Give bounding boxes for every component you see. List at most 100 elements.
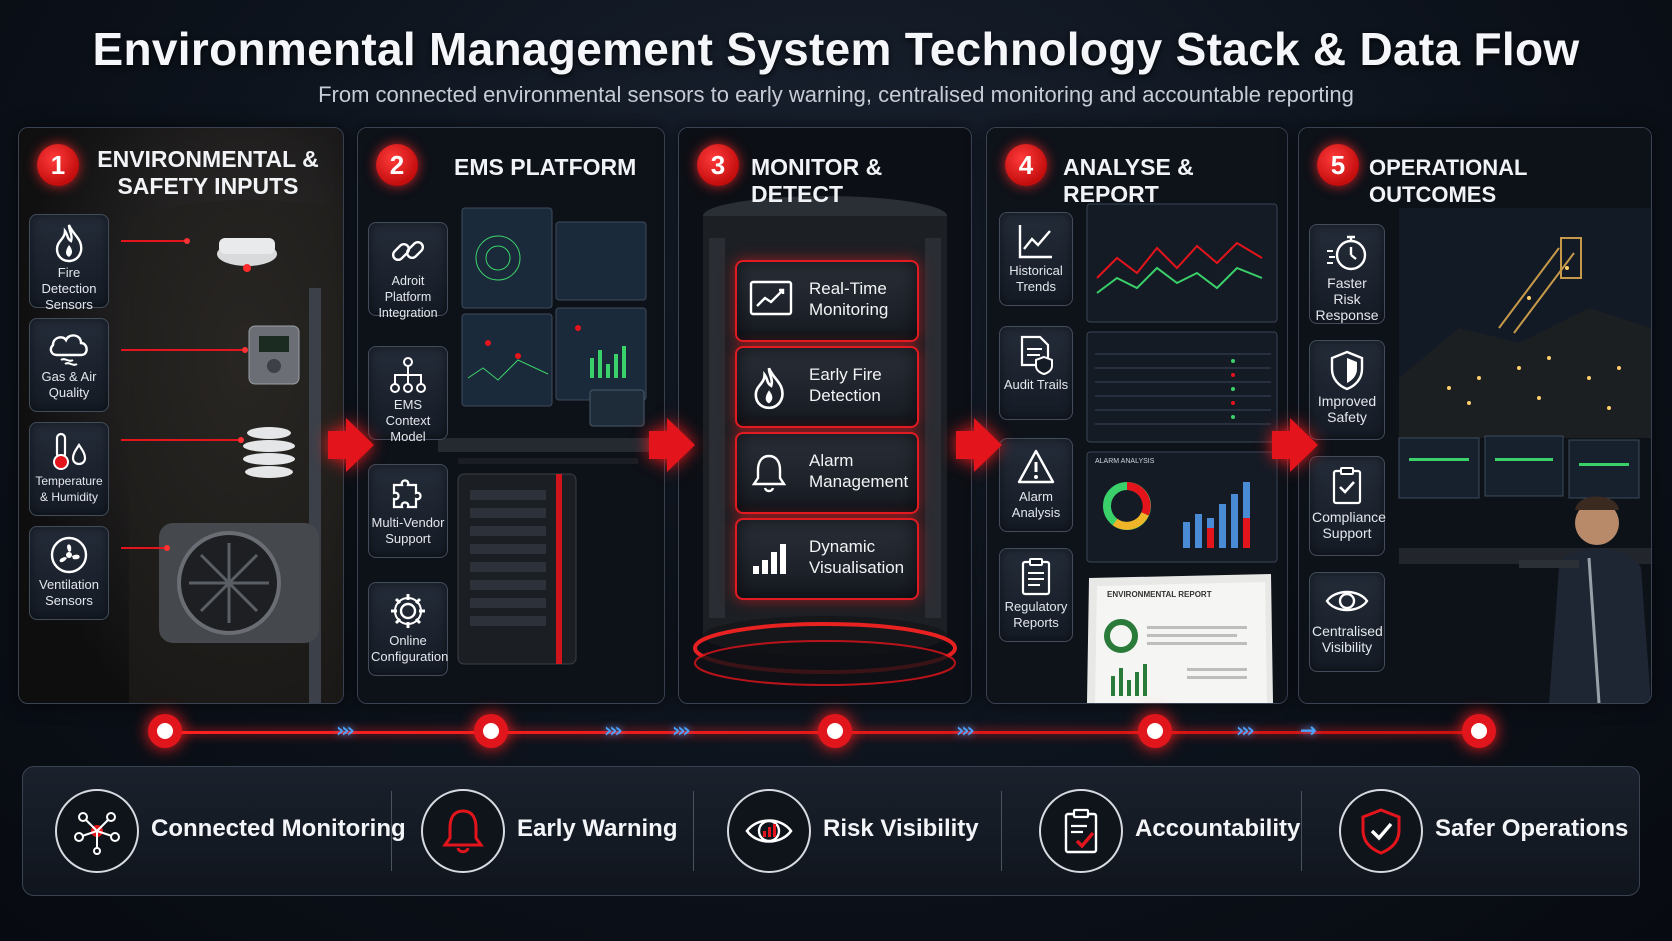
flame-icon	[754, 367, 784, 410]
shield-icon	[1330, 350, 1364, 391]
panel-title: Environmental & Safety Inputs	[97, 146, 319, 199]
dashboards-illustration	[987, 128, 1287, 703]
tile-label: Centralised Visibility	[1312, 623, 1383, 655]
panel-inputs: 1 Environmental & Safety Inputs Fire Det…	[18, 127, 344, 704]
hierarchy-icon	[390, 357, 426, 393]
benefit-label: Safer Operations	[1435, 815, 1629, 842]
flow-chevrons-icon: ›››	[336, 718, 355, 742]
panel-title: Analyse & Report	[1063, 154, 1194, 207]
flow-arrow	[1272, 418, 1318, 472]
timeline-node	[818, 714, 852, 748]
step-number: 5	[1317, 144, 1359, 186]
line-chart-icon	[1018, 225, 1052, 259]
stack-label: Early Fire Detection	[809, 365, 882, 405]
panel-header: 4 Analyse & Report	[987, 144, 1287, 207]
tile-label: Audit Trails	[1003, 377, 1069, 392]
tile-label: Ventilation Sensors	[39, 577, 99, 608]
benefit-safer-operations: Safer Operations	[1329, 767, 1629, 895]
tile-temp-humidity: Temperature & Humidity	[29, 422, 109, 516]
document-shield-icon	[1020, 335, 1053, 375]
flow-chevrons-icon: ›››	[672, 718, 691, 742]
page-title: Environmental Management System Technolo…	[92, 23, 1580, 75]
benefit-label: Early Warning	[517, 815, 678, 842]
benefits-bar: Connected Monitoring Early Warning Risk …	[22, 766, 1640, 896]
tile-fire-detection: Fire Detection Sensors	[29, 214, 109, 312]
fan-icon	[50, 536, 88, 574]
link-icon	[391, 240, 425, 262]
tile-audit-trails: Audit Trails	[999, 326, 1073, 420]
clipboard-check-icon	[1332, 467, 1362, 505]
tile-label: Historical Trends	[1009, 263, 1063, 294]
network-icon	[74, 812, 120, 855]
tile-ems-context: EMS Context Model	[368, 346, 448, 444]
mine-scene-illustration	[19, 128, 343, 703]
clipboard-check-icon	[1064, 808, 1098, 854]
flow-chevrons-icon: ›››	[956, 718, 975, 742]
panel-title: Operational Outcomes	[1369, 155, 1528, 207]
tile-label: Faster Risk Response	[1315, 275, 1379, 323]
tile-alarm-analysis: Alarm Analysis	[999, 438, 1073, 532]
stack-real-time-monitoring: Real-Time Monitoring	[735, 260, 919, 342]
tile-label: Compliance Support	[1312, 509, 1386, 541]
tile-label: Multi-Vendor Support	[371, 515, 445, 546]
bar-chart-icon	[753, 544, 786, 574]
tile-label: Alarm Analysis	[1011, 489, 1061, 520]
tile-label: Improved Safety	[1317, 393, 1377, 425]
step-number: 2	[376, 144, 418, 186]
tile-improved-safety: Improved Safety	[1309, 340, 1385, 440]
tile-label: Gas & Air Quality	[41, 369, 97, 400]
stack-label: Dynamic Visualisation	[809, 537, 905, 577]
panel-header: 3 Monitor & Detect	[679, 144, 971, 207]
tile-label: Fire Detection Sensors	[41, 265, 97, 312]
divider	[391, 791, 392, 871]
alarm-analysis-screen-title: ALARM ANALYSIS	[1095, 458, 1155, 465]
tile-label: Temperature & Humidity	[35, 474, 103, 504]
panel-ems-platform: 2 EMS Platform Adroit Platform Integrati…	[357, 127, 665, 704]
puzzle-icon	[392, 479, 422, 509]
bell-icon	[751, 454, 787, 493]
step-number: 1	[37, 144, 79, 186]
timeline-node	[1138, 714, 1172, 748]
flow-chevrons-icon: ›››	[604, 718, 623, 742]
eye-chart-icon	[745, 819, 793, 843]
warning-icon	[1017, 449, 1055, 484]
flow-arrow	[956, 418, 1002, 472]
eye-icon	[1325, 590, 1369, 612]
panel-title: EMS Platform	[454, 154, 637, 180]
flow-chevrons-icon: ›››	[1236, 718, 1255, 742]
divider	[1001, 791, 1002, 871]
benefit-icon-ring	[1039, 789, 1123, 873]
benefit-label: Accountability	[1135, 815, 1301, 842]
panel-header: 1 Environmental & Safety Inputs	[19, 144, 343, 204]
divider	[693, 791, 694, 871]
benefit-label: Risk Visibility	[823, 815, 979, 842]
tile-ventilation: Ventilation Sensors	[29, 526, 109, 620]
report-title: ENVIRONMENTAL REPORT	[1107, 590, 1212, 599]
clipboard-icon	[1021, 558, 1051, 596]
benefit-icon-ring	[1339, 789, 1423, 873]
benefit-risk-visibility: Risk Visibility	[717, 767, 1017, 895]
benefit-icon-ring	[55, 789, 139, 873]
tile-centralised-visibility: Centralised Visibility	[1309, 572, 1385, 672]
flow-arrow	[328, 418, 374, 472]
shield-check-icon	[1361, 808, 1401, 855]
stack-label: Real-Time Monitoring	[809, 279, 889, 319]
benefit-icon-ring	[421, 789, 505, 873]
panel-operational-outcomes: 5 Operational Outcomes Faster Risk Respo…	[1298, 127, 1652, 704]
thermometer-droplet-icon	[53, 432, 87, 470]
stack-early-fire-detection: Early Fire Detection	[735, 346, 919, 428]
timeline-node	[1462, 714, 1496, 748]
mine-site-control-room-illustration	[1299, 128, 1651, 703]
gear-icon	[391, 594, 425, 628]
tile-label: Adroit Platform Integration	[378, 274, 438, 320]
tile-historical-trends: Historical Trends	[999, 212, 1073, 306]
flame-icon	[55, 224, 83, 263]
trend-chart-icon	[749, 280, 793, 316]
stack-label: Alarm Management	[809, 451, 909, 491]
page-subtitle: From connected environmental sensors to …	[318, 82, 1354, 107]
step-number: 3	[697, 144, 739, 186]
timeline-node	[148, 714, 182, 748]
panel-analyse-report: ENVIRONMENTAL REPORT ALARM ANALYSIS 4 An…	[986, 127, 1288, 704]
benefit-early-warning: Early Warning	[411, 767, 691, 895]
panel-title: Monitor & Detect	[751, 154, 883, 207]
